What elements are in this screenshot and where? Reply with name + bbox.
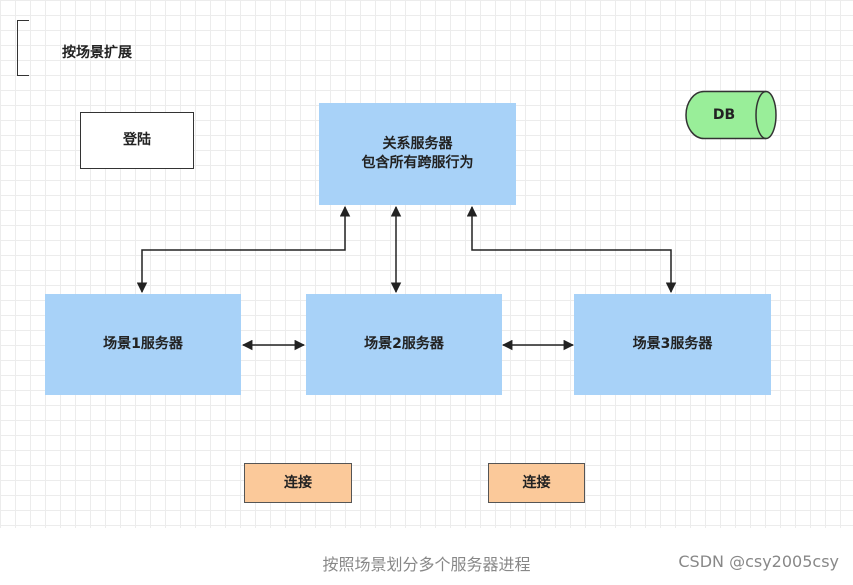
login-label: 登陆 xyxy=(123,132,151,148)
scene1-server-label: 场景1服务器 xyxy=(103,336,183,352)
watermark: CSDN @csy2005csy xyxy=(678,552,839,571)
edges-layer xyxy=(136,205,677,351)
scene3-server-node: 场景3服务器 xyxy=(574,294,771,395)
connect-label-1: 连接 xyxy=(284,474,312,491)
relation-server-subtitle: 包含所有跨服行为 xyxy=(361,155,474,171)
relation-server-title: 关系服务器 xyxy=(382,136,453,152)
relation-server-node: 关系服务器 包含所有跨服行为 xyxy=(319,103,516,205)
scene2-server-label: 场景2服务器 xyxy=(364,336,444,352)
edge-relation-scene1 xyxy=(136,205,351,294)
login-node: 登陆 xyxy=(80,112,194,169)
section-bracket xyxy=(17,20,29,76)
section-label: 按场景扩展 xyxy=(62,45,132,61)
figure-caption: 按照场景划分多个服务器进程 xyxy=(322,555,531,574)
connect-label-2: 连接 xyxy=(522,474,551,491)
scene1-server-node: 场景1服务器 xyxy=(45,294,241,395)
connect-node-2: 连接 xyxy=(488,463,585,503)
db-label: DB xyxy=(712,107,736,123)
diagram-canvas: 按场景扩展 登陆 关系服务器 包含所有跨服行为 DB 场景1服务器 场景2服务器… xyxy=(0,0,853,528)
db-cylinder-icon xyxy=(685,90,777,140)
scene2-server-node: 场景2服务器 xyxy=(306,294,502,395)
db-node: DB xyxy=(684,90,780,140)
scene3-server-label: 场景3服务器 xyxy=(632,336,713,352)
edge-relation-scene3 xyxy=(466,205,677,294)
connect-node-1: 连接 xyxy=(244,463,352,503)
